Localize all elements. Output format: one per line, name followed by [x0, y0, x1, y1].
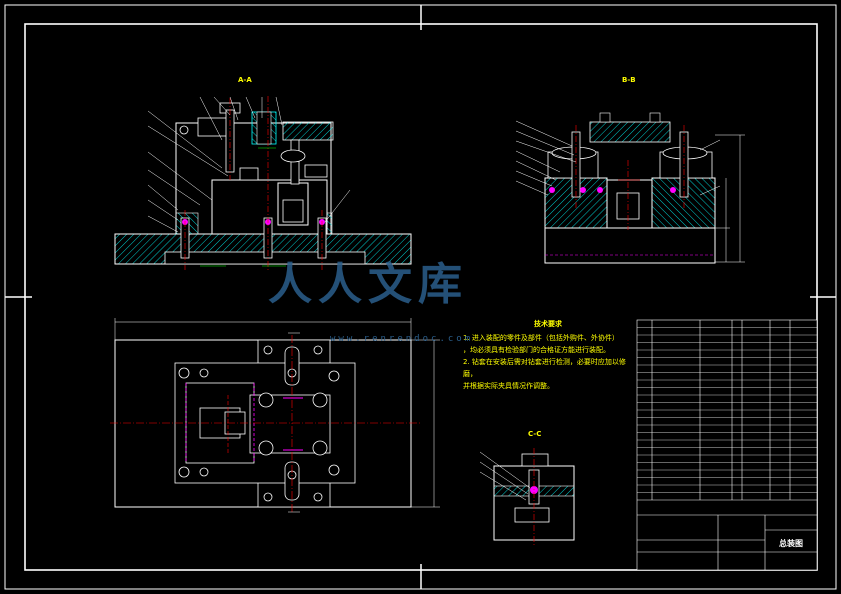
watermark-logo: 人人文库 — [268, 259, 468, 310]
top-view — [110, 318, 440, 513]
view-label-c: C-C — [528, 430, 541, 438]
view-label-a: A-A — [238, 76, 252, 84]
parts-list — [636, 319, 818, 571]
watermark-url: www.renrendoc.com — [330, 334, 474, 344]
drawing-name: 总装图 — [779, 538, 803, 548]
notes-title: 技术要求 — [534, 320, 562, 328]
notes-line-2: ，均必须具有检验部门的合格证方能进行装配。 — [463, 346, 610, 354]
parts-list-rows — [637, 327, 817, 493]
view-label-b: B-B — [622, 76, 636, 84]
section-view-a: A-A — [114, 76, 412, 272]
technical-requirements: 技术要求 1. 进入装配的零件及部件（包括外购件、外协件） ，均必须具有检验部门… — [463, 318, 633, 392]
sheet-frame — [4, 4, 837, 590]
section-view-b: B-B — [515, 76, 745, 264]
notes-line-4: 并根据实际夹具情况作调整。 — [463, 382, 554, 390]
notes-line-1: 1. 进入装配的零件及部件（包括外购件、外协件） — [463, 334, 619, 342]
section-view-c: C-C — [479, 430, 575, 545]
notes-line-3: 2. 钻套在安装后需对钻套进行检测，必要时应加以修磨， — [463, 358, 626, 378]
